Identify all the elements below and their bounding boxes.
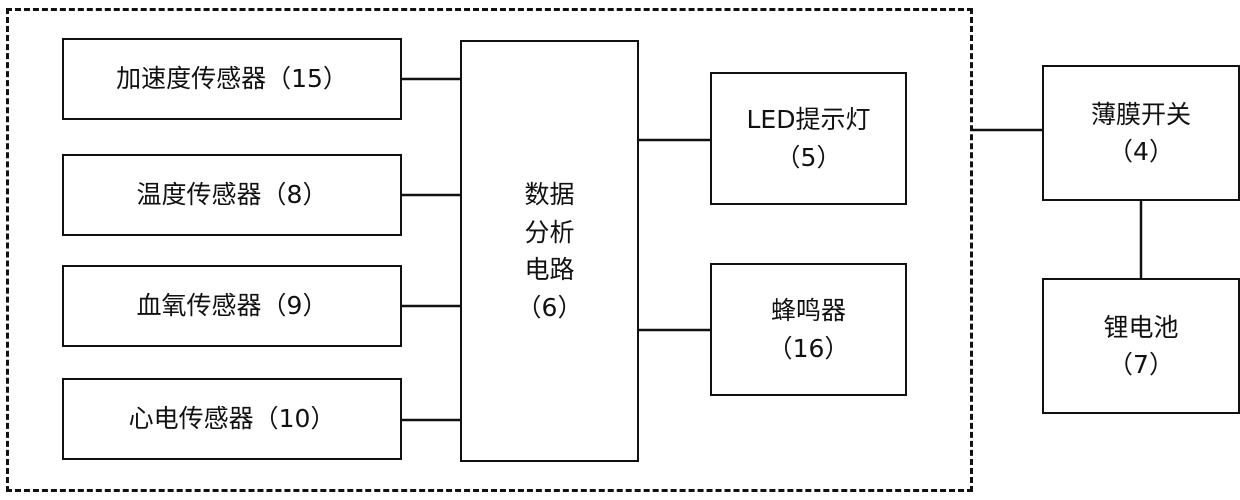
spo2-sensor-block: 血氧传感器（9）: [62, 265, 402, 347]
analysis-circuit-block: 数据 分析 电路 （6）: [460, 40, 639, 462]
led-number: （5）: [776, 139, 842, 177]
led-label: LED提示灯: [747, 101, 871, 139]
spo2-sensor-label: 血氧传感器（9）: [137, 287, 328, 325]
analysis-line-1: 数据: [524, 176, 574, 214]
lithium-battery-block: 锂电池 （7）: [1042, 278, 1240, 414]
ecg-sensor-block: 心电传感器（10）: [62, 378, 402, 460]
battery-label: 锂电池: [1103, 309, 1178, 347]
switch-number: （4）: [1108, 133, 1174, 171]
battery-number: （7）: [1108, 346, 1174, 384]
accelerometer-block: 加速度传感器（15）: [62, 38, 402, 120]
buzzer-number: （16）: [768, 330, 850, 368]
ecg-sensor-label: 心电传感器（10）: [129, 400, 336, 438]
analysis-line-2: 分析: [524, 214, 574, 252]
analysis-line-4: （6）: [517, 289, 583, 327]
membrane-switch-block: 薄膜开关 （4）: [1042, 65, 1240, 201]
led-indicator-block: LED提示灯 （5）: [710, 72, 907, 205]
buzzer-block: 蜂鸣器 （16）: [710, 263, 907, 396]
analysis-line-3: 电路: [524, 251, 574, 289]
buzzer-label: 蜂鸣器: [771, 292, 846, 330]
switch-label: 薄膜开关: [1091, 96, 1191, 134]
temperature-sensor-block: 温度传感器（8）: [62, 154, 402, 236]
temperature-sensor-label: 温度传感器（8）: [137, 176, 328, 214]
accelerometer-label: 加速度传感器（15）: [116, 60, 348, 98]
